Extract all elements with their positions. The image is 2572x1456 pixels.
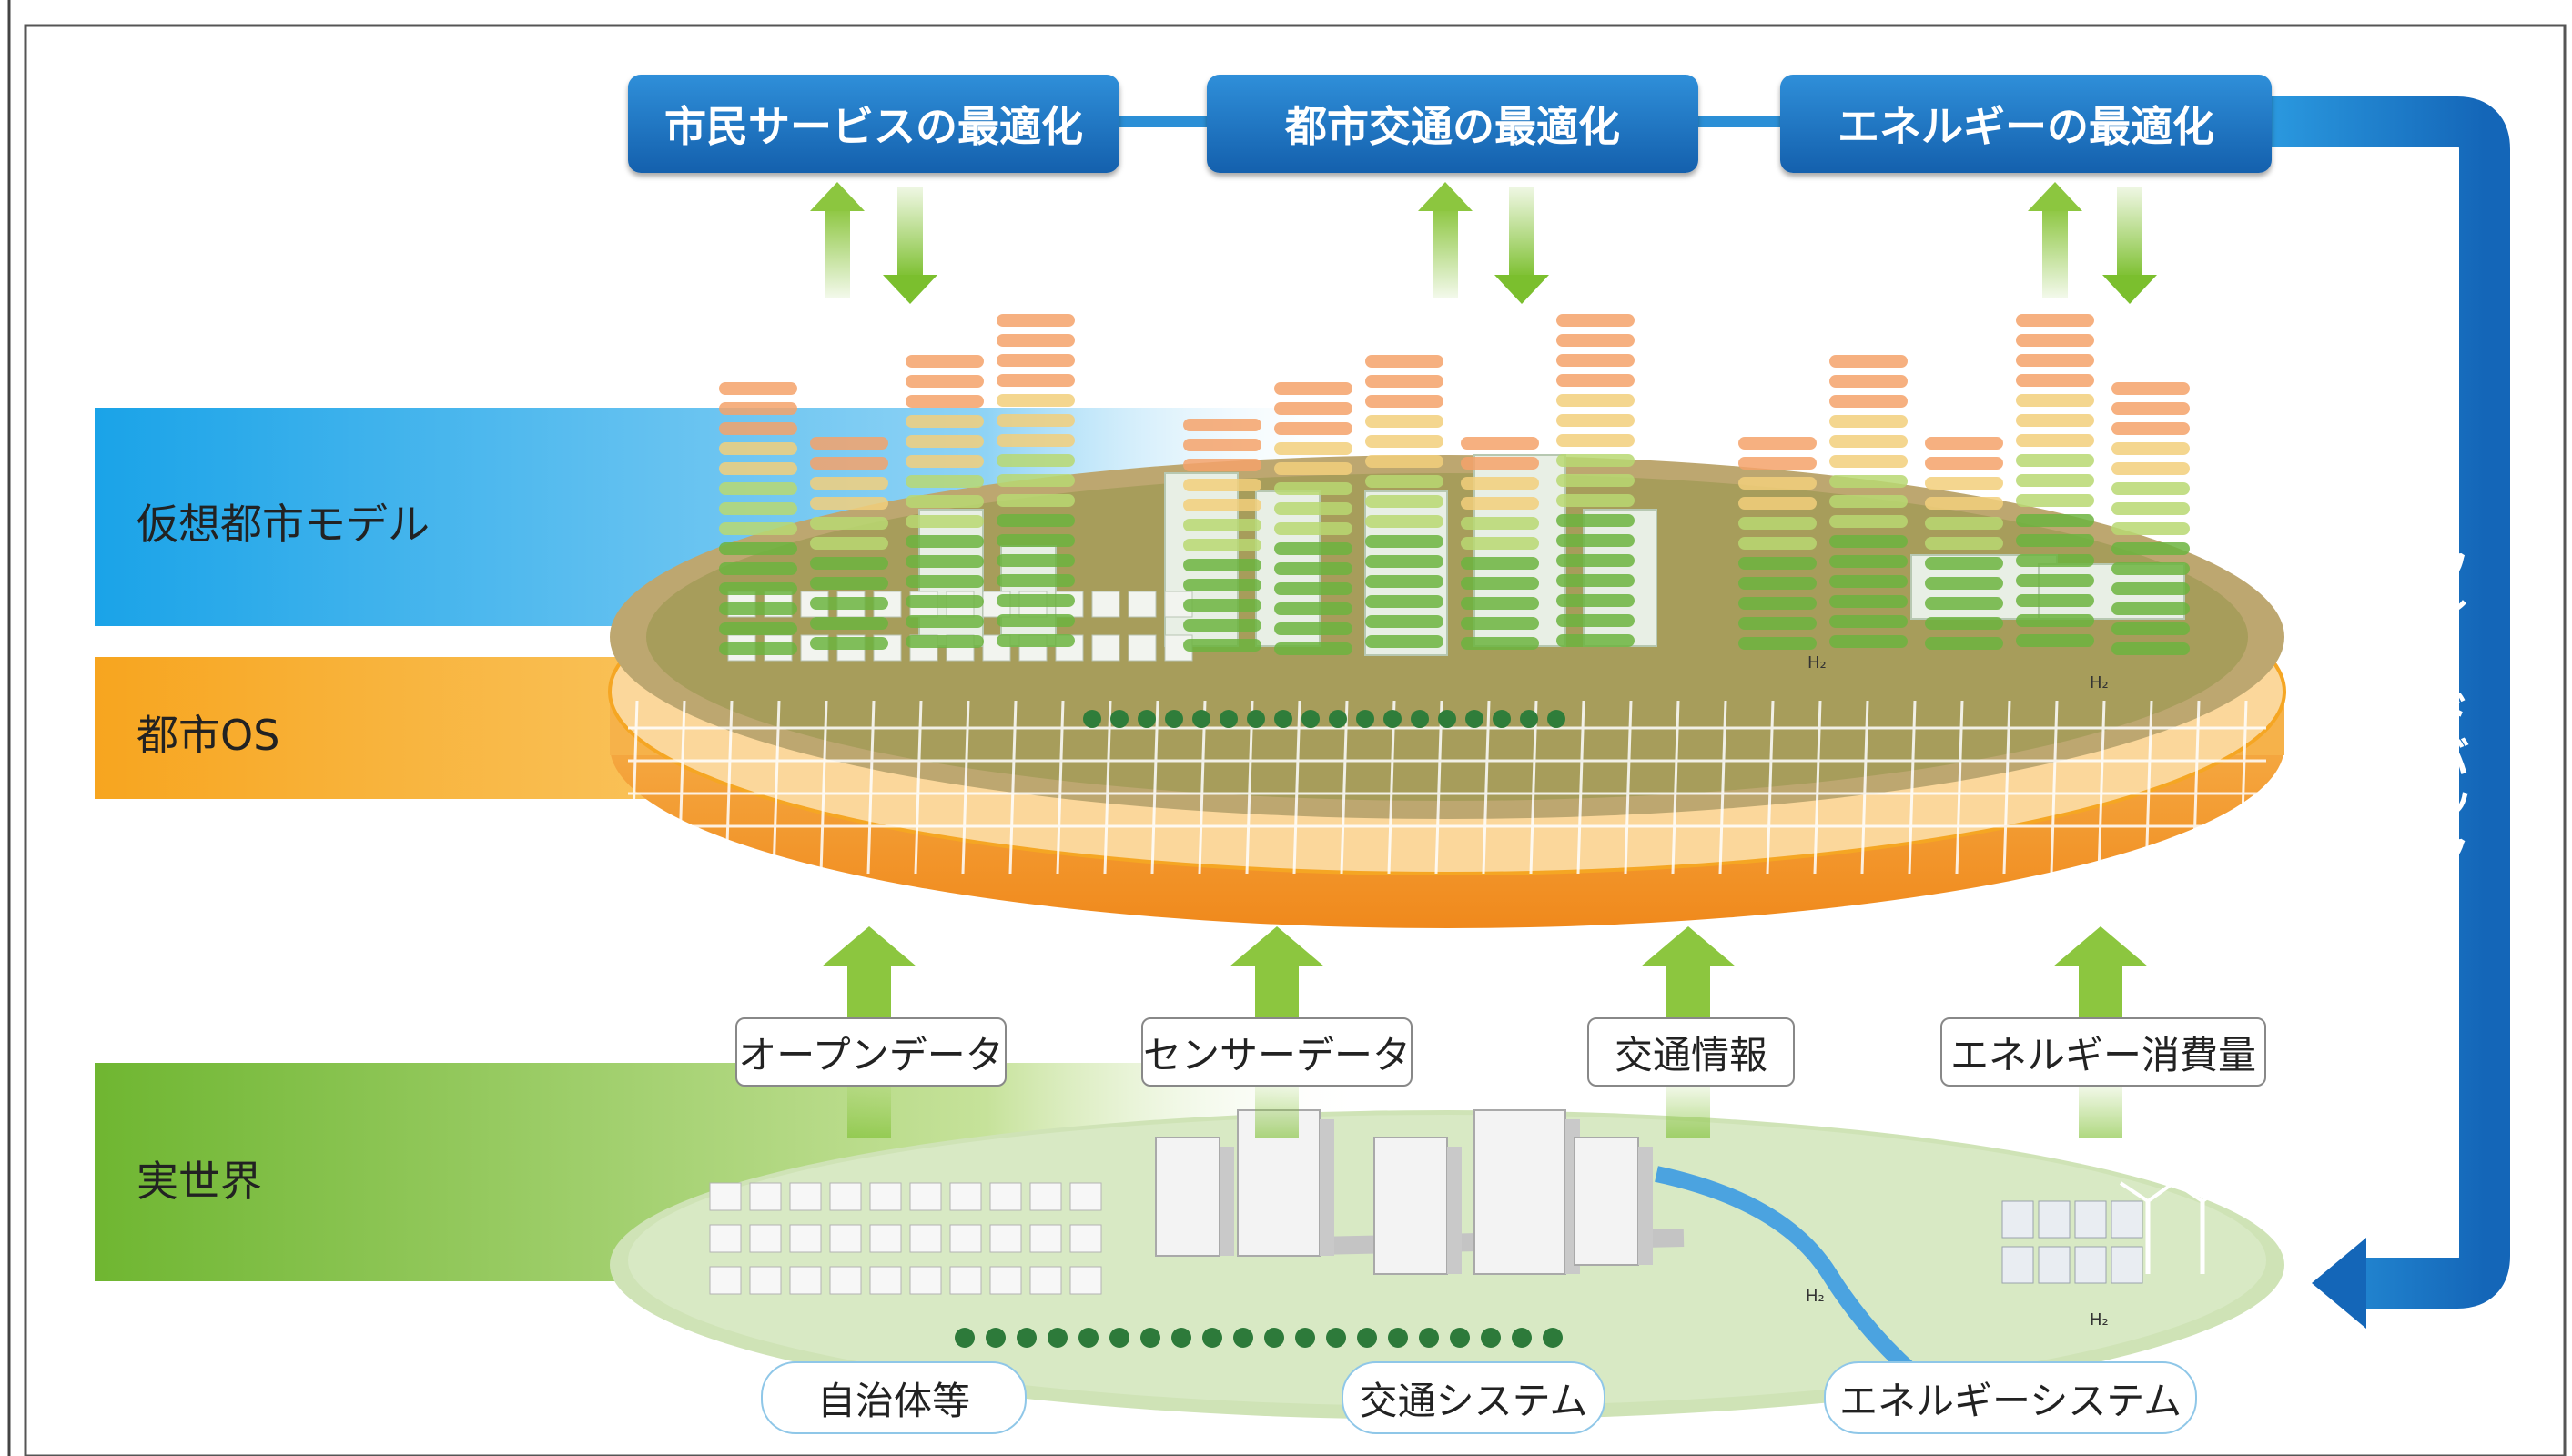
urban-traffic-optimization-box: 都市交通の最適化	[1207, 75, 1698, 173]
sensor-data-tag: センサーデータ	[1141, 1017, 1413, 1087]
traffic-info-tag: 交通情報	[1587, 1017, 1795, 1087]
h2-mark-virtual-1: H₂	[1807, 653, 1827, 672]
feedback-label: フィードバック	[2418, 546, 2469, 877]
h2-mark-virtual-2: H₂	[2090, 673, 2109, 693]
optimization-arrows	[810, 182, 2157, 304]
municipality-label: 自治体等	[816, 1378, 970, 1423]
energy-system-tag: エネルギーシステム	[1824, 1361, 2197, 1434]
real-city	[709, 1109, 2230, 1348]
virtual-city-model-label: 仮想都市モデル	[137, 500, 430, 549]
traffic-system-tag: 交通システム	[1342, 1361, 1605, 1434]
urban-traffic-optimization-label: 都市交通の最適化	[1285, 102, 1620, 151]
open-data-tag: オープンデータ	[735, 1017, 1007, 1087]
energy-consumption-label: エネルギー消費量	[1949, 1032, 2256, 1077]
energy-system-label: エネルギーシステム	[1839, 1378, 2182, 1423]
energy-consumption-tag: エネルギー消費量	[1940, 1017, 2266, 1087]
municipality-tag: 自治体等	[761, 1361, 1027, 1434]
bar-stacks	[719, 314, 2190, 655]
open-data-label: オープンデータ	[738, 1032, 1004, 1077]
energy-optimization-label: エネルギーの最適化	[1838, 102, 2214, 151]
real-world-label: 実世界	[137, 1157, 262, 1206]
sensor-data-label: センサーデータ	[1143, 1032, 1412, 1077]
h2-mark-real-1: H₂	[1806, 1287, 1825, 1306]
traffic-info-label: 交通情報	[1614, 1032, 1767, 1077]
citizen-service-optimization-label: 市民サービスの最適化	[664, 102, 1083, 151]
energy-optimization-box: エネルギーの最適化	[1780, 75, 2272, 173]
source-arrows	[822, 926, 2148, 1138]
traffic-system-label: 交通システム	[1359, 1378, 1588, 1423]
h2-mark-real-2: H₂	[2090, 1310, 2109, 1330]
citizen-service-optimization-box: 市民サービスの最適化	[628, 75, 1119, 173]
city-os-label: 都市OS	[137, 711, 280, 760]
feedback-arrow	[2266, 96, 2510, 1329]
